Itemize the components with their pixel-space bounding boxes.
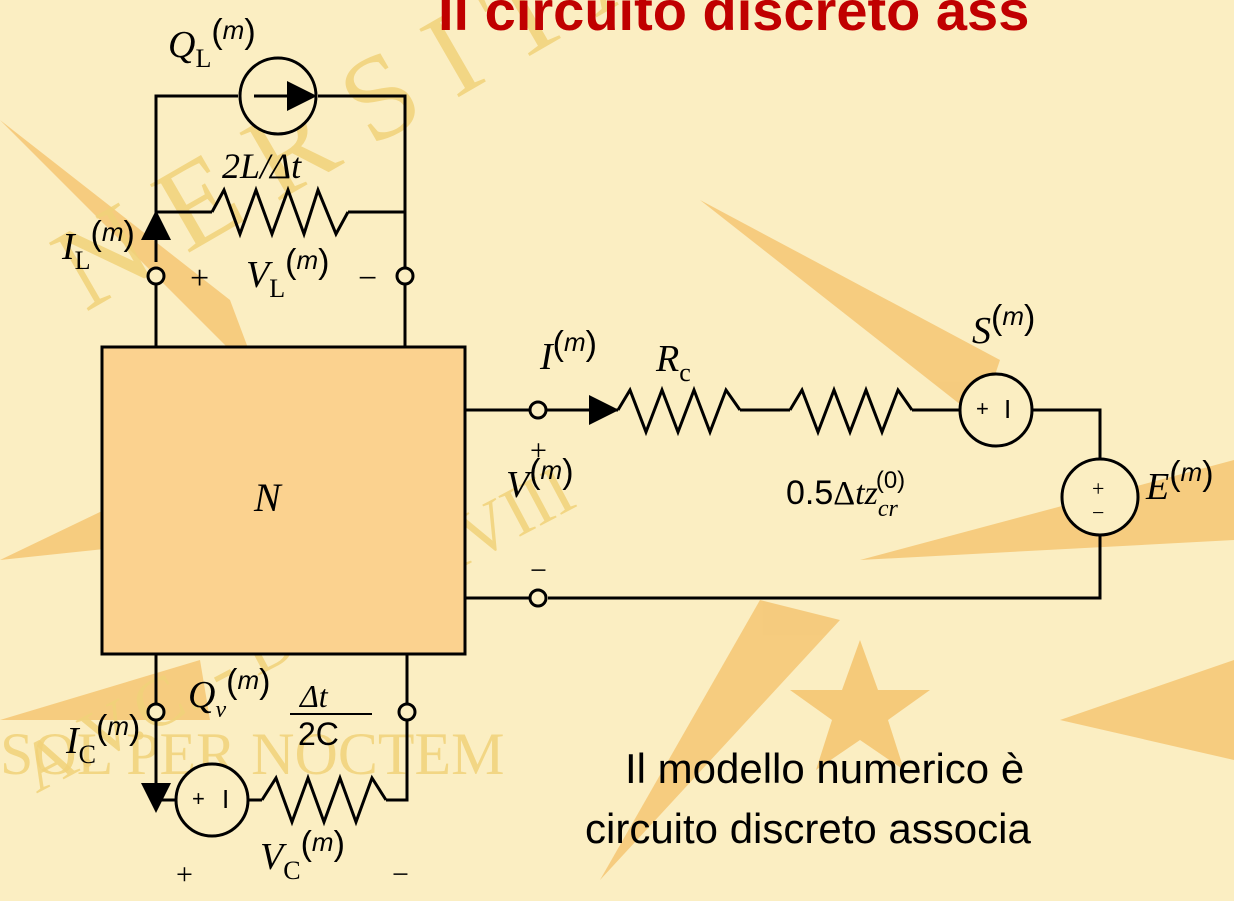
- resistor-damping: [788, 385, 914, 437]
- terminal-port-top: [528, 400, 548, 420]
- resistor-2l-dt: [210, 185, 350, 239]
- terminal-l-right: [395, 266, 415, 286]
- label-v-plus: +: [530, 434, 547, 467]
- label-ic: IC(m): [66, 709, 141, 769]
- label-s: S(m): [972, 299, 1036, 352]
- slide-title: Il circuito discreto ass: [438, 0, 1030, 42]
- block-label-n: N: [254, 475, 281, 520]
- label-vc-plus: +: [176, 858, 193, 891]
- source-e-minus: −: [1092, 500, 1105, 525]
- source-qv-plus: +: [192, 786, 205, 811]
- label-frac-den: 2C: [298, 716, 339, 752]
- star-icon: [790, 640, 930, 770]
- label-damping: 0.5Δtzcr(0): [786, 467, 906, 522]
- label-vc: VC(m): [260, 825, 345, 885]
- source-qv-bar: I: [222, 784, 230, 814]
- resistor-dt-2c: [260, 773, 388, 827]
- label-vl-minus: −: [358, 260, 378, 297]
- label-i-port: I(m): [540, 325, 597, 378]
- label-vc-minus: −: [392, 858, 409, 891]
- voltage-source-qv: [174, 762, 250, 838]
- label-v-port: V(m): [506, 453, 574, 506]
- label-e: E(m): [1146, 455, 1214, 508]
- body-text-line2: circuito discreto associa: [585, 805, 1031, 852]
- source-s-plus: +: [976, 396, 989, 421]
- label-vl-plus: +: [190, 260, 210, 297]
- source-s-bar: I: [1004, 394, 1012, 424]
- voltage-source-s: [958, 372, 1034, 448]
- label-rc: Rc: [656, 338, 691, 387]
- terminal-port-bottom: [528, 588, 548, 608]
- terminal-l-left: [146, 266, 166, 286]
- source-e-plus: +: [1092, 476, 1105, 501]
- label-2l-dt: 2L/Δt: [222, 146, 302, 186]
- label-frac-num: Δt: [300, 678, 328, 714]
- watermark-motto: SOL PER NOCTEM: [0, 721, 505, 787]
- label-il: IL(m): [62, 215, 135, 275]
- body-text-line1: Il modello numerico è: [625, 745, 1025, 792]
- label-v-minus: −: [530, 554, 547, 587]
- label-ql: QL(m): [168, 13, 256, 73]
- resistor-rc: [616, 385, 742, 437]
- terminal-c-left: [146, 702, 166, 722]
- terminal-c-right: [397, 702, 417, 722]
- network-block: [100, 345, 467, 656]
- label-vl: VL(m): [246, 243, 330, 303]
- label-qv: Qv(m): [188, 663, 271, 723]
